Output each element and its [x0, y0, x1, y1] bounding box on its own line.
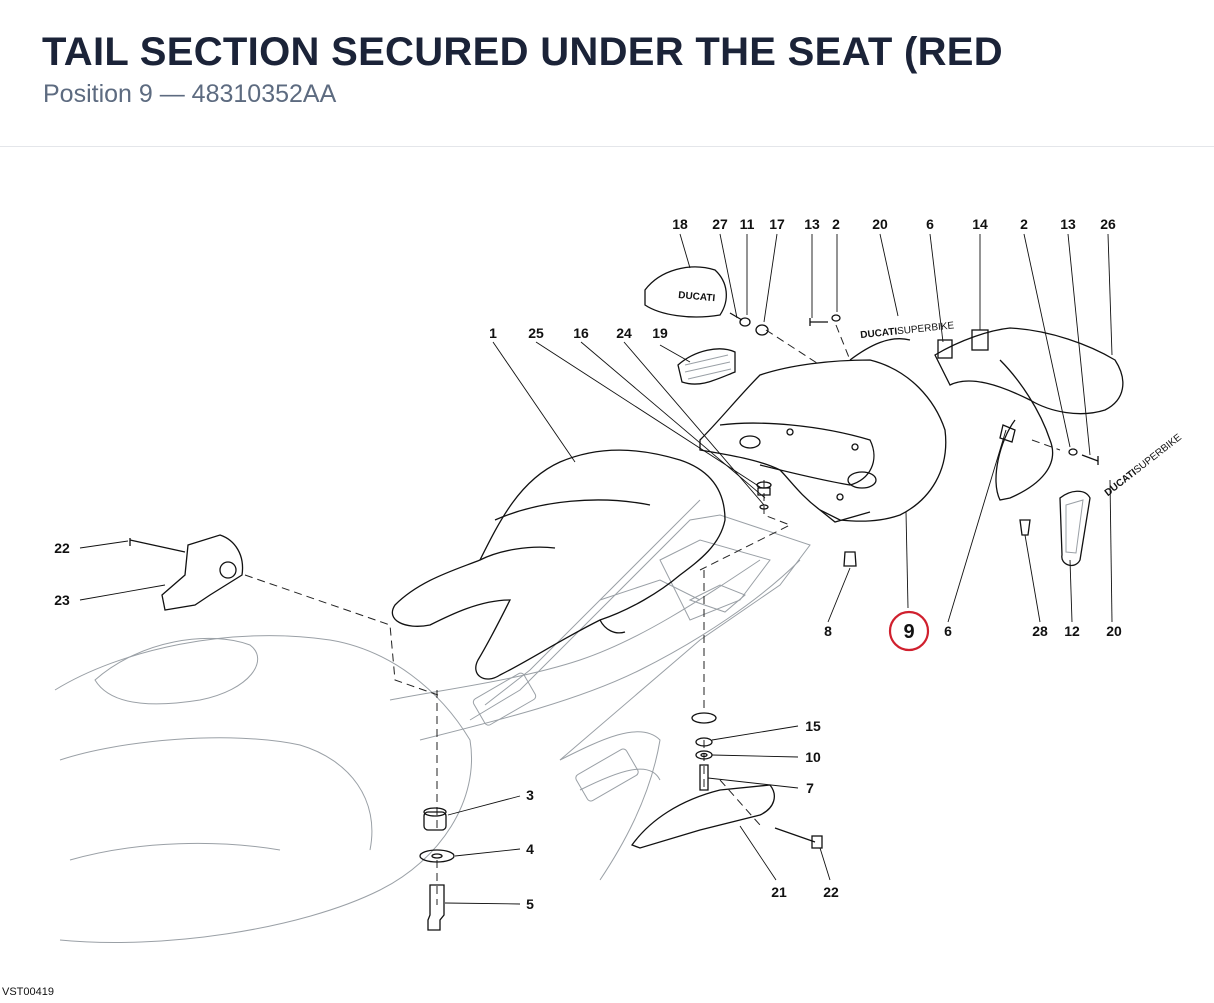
callout-16: 16: [573, 325, 589, 341]
callout-12: 12: [1064, 623, 1080, 639]
grab-pad: [677, 348, 736, 385]
highlight-label: 9: [903, 621, 914, 643]
subframe-outline: [469, 499, 811, 802]
callout-19: 19: [652, 325, 668, 341]
callout-27: 27: [712, 216, 728, 232]
callout-28: 28: [1032, 623, 1048, 639]
callout-6b: 6: [944, 623, 952, 639]
page-subtitle: Position 9 — 48310352AA: [43, 80, 337, 108]
exploded-parts-diagram: DUCATI DUCATISUPERBIKE DUCATISUPERBIKE: [54, 216, 1184, 944]
tail-section: [699, 338, 947, 523]
fuel-tank-outline: [54, 559, 801, 944]
callout-13: 13: [804, 216, 820, 232]
callout-5: 5: [526, 896, 534, 912]
callout-20: 20: [872, 216, 888, 232]
callout-26: 26: [1100, 216, 1116, 232]
callout-labels: 18 27 11 17 13 2 20 6 14 2 13 26 1 25 16…: [54, 216, 1122, 912]
seat-cover-brand: DUCATI: [678, 290, 716, 304]
callout-13b: 13: [1060, 216, 1076, 232]
callout-1: 1: [489, 325, 497, 341]
callout-4: 4: [526, 841, 534, 857]
callout-7: 7: [806, 780, 814, 796]
callout-15: 15: [805, 718, 821, 734]
side-panels: [934, 327, 1124, 501]
callout-22: 22: [54, 540, 70, 556]
page-header: TAIL SECTION SECURED UNDER THE SEAT (RED…: [0, 0, 1214, 147]
callout-14: 14: [972, 216, 988, 232]
callout-17: 17: [769, 216, 785, 232]
callout-24: 24: [616, 325, 632, 341]
highlight-callout-9[interactable]: 9: [888, 610, 930, 652]
leader-lines: [79, 233, 1113, 905]
hardware: [419, 312, 1099, 931]
callout-23: 23: [54, 592, 70, 608]
seat-cover-cap: DUCATI: [644, 266, 727, 318]
brand-decal-top-bold: DUCATI: [860, 326, 898, 341]
brand-decal-side-bold: DUCATI: [1103, 467, 1139, 499]
seat: [391, 449, 726, 680]
callout-11: 11: [740, 216, 755, 232]
callout-10: 10: [805, 749, 821, 765]
callout-25: 25: [528, 325, 544, 341]
brand-decal-side-thin: SUPERBIKE: [1132, 432, 1184, 476]
callout-8: 8: [824, 623, 832, 639]
callout-21: 21: [771, 884, 787, 900]
brand-decal-side: DUCATISUPERBIKE: [1103, 432, 1184, 499]
svg-text:DUCATISUPERBIKE: DUCATISUPERBIKE: [1103, 432, 1184, 499]
page-title: TAIL SECTION SECURED UNDER THE SEAT (RED: [42, 30, 1003, 74]
rear-hugger: [630, 784, 823, 849]
callout-20b: 20: [1106, 623, 1122, 639]
highlight-ring: [888, 610, 930, 652]
brand-decal-top-thin: SUPERBIKE: [897, 320, 955, 337]
seat-bracket: [129, 534, 244, 611]
callout-6: 6: [926, 216, 934, 232]
callout-2b: 2: [1020, 216, 1028, 232]
callout-3: 3: [526, 787, 534, 803]
number-plate-reflector: [1059, 490, 1091, 567]
callout-2: 2: [832, 216, 840, 232]
callout-22b: 22: [823, 884, 839, 900]
drawing-code: VST00419: [2, 986, 54, 998]
callout-18: 18: [672, 216, 688, 232]
